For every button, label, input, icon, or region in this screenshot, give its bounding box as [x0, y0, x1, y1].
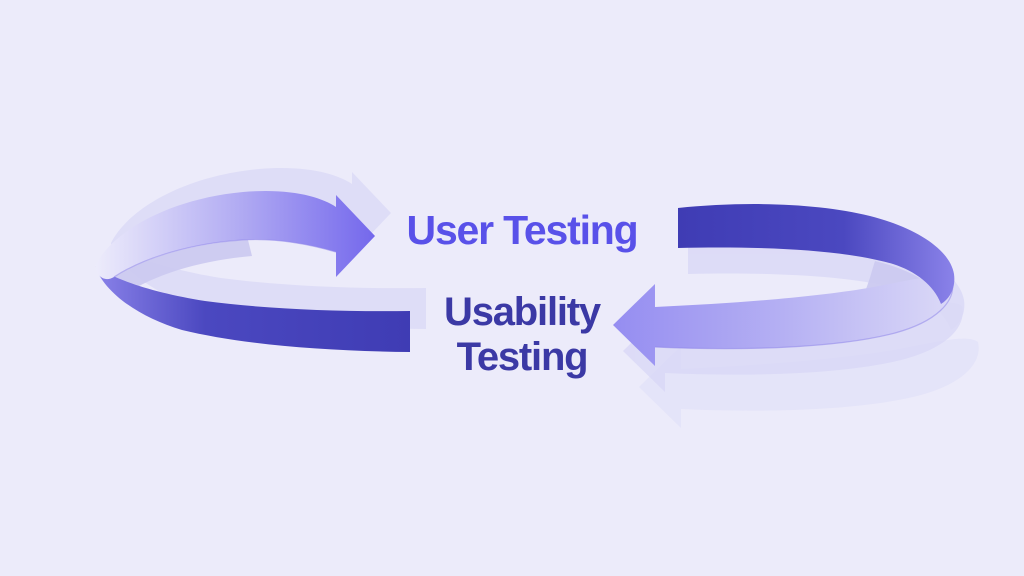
inner-wall-left: [114, 240, 252, 291]
label-usability-testing: Usability Testing: [352, 290, 692, 380]
ribbon-arrow-left: [613, 276, 953, 366]
label-usability-testing-line1: Usability: [444, 290, 601, 334]
ribbon-edge-line-right: [654, 279, 954, 350]
cycle-arrow-right-icon: [95, 168, 426, 352]
dark-band-left: [95, 266, 410, 352]
ribbon-arrow-right: [95, 191, 375, 280]
label-usability-testing-line2: Testing: [456, 335, 589, 379]
label-user-testing: User Testing: [406, 207, 639, 253]
dark-band-right: [678, 204, 955, 304]
ribbon-edge-line-left: [113, 239, 337, 278]
cycle-arrow-left-icon: [613, 204, 979, 428]
